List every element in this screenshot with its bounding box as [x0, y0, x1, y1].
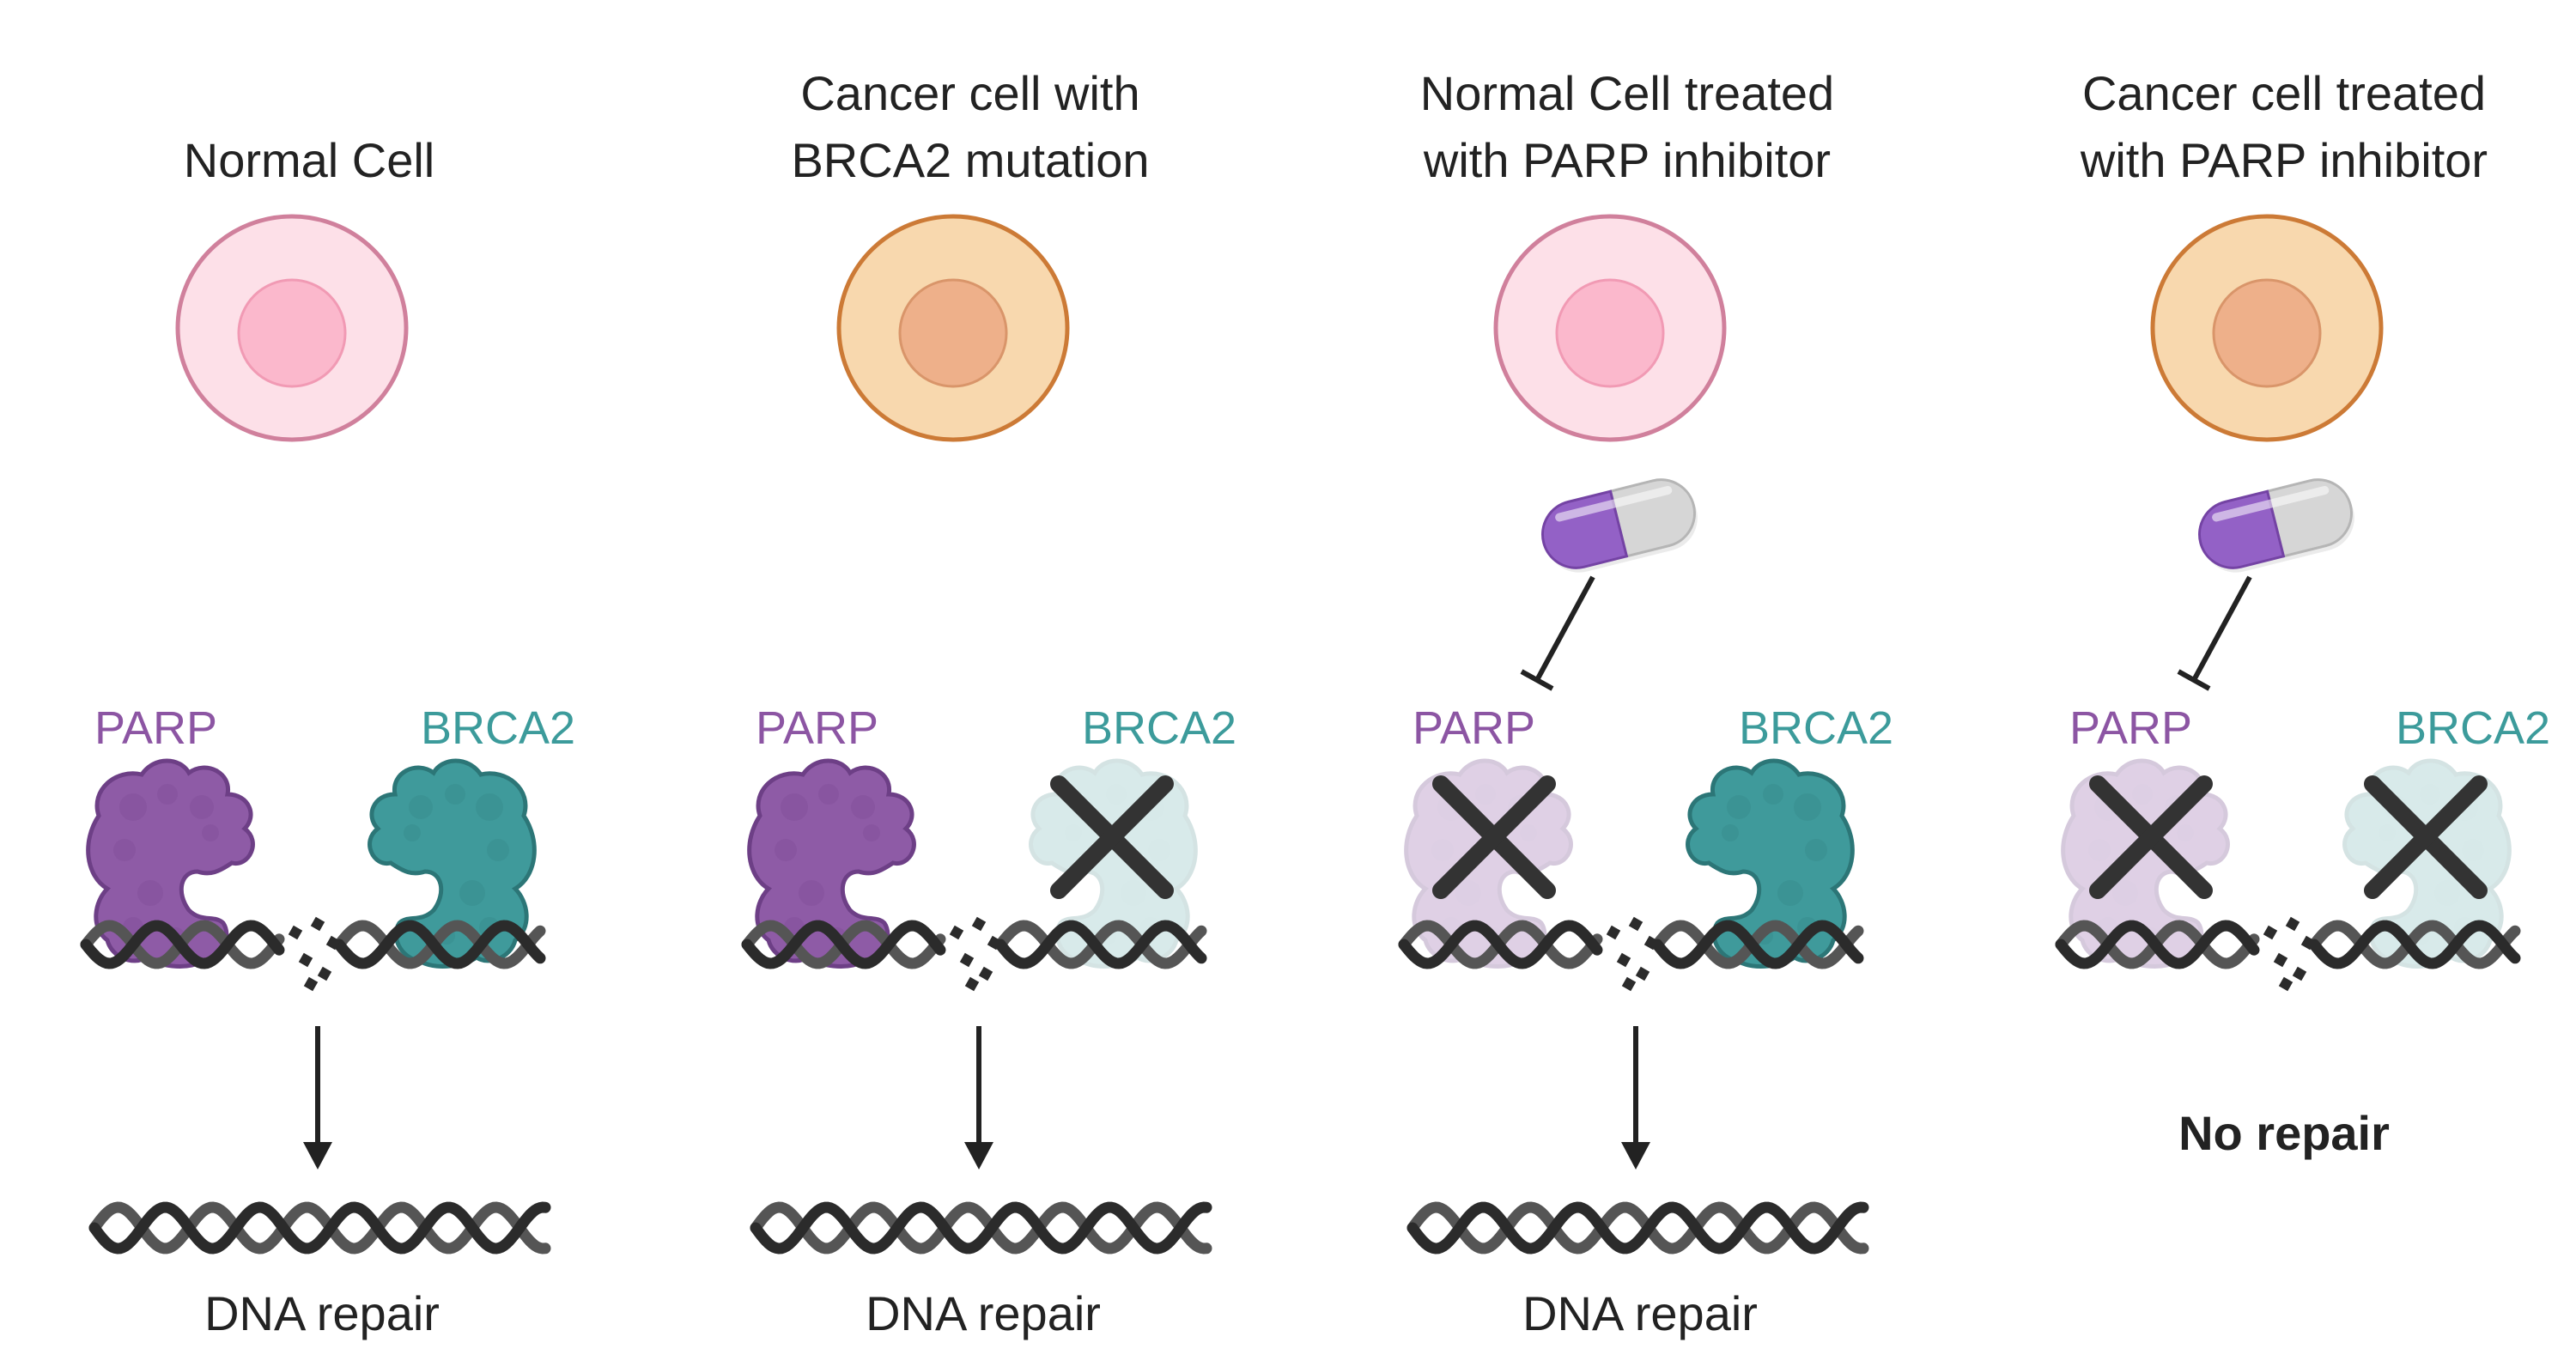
panel-title: Normal Cell: [0, 127, 644, 194]
dna-strand-left: [80, 920, 285, 969]
dna-break-fragments: [1606, 916, 1659, 992]
brca2-mutated-cross: [1050, 775, 1174, 899]
brca2-protein: [1029, 758, 1198, 969]
pill-icon: [2198, 478, 2354, 573]
dna-strand-right: [994, 920, 1207, 969]
brca2-label: BRCA2: [2396, 702, 2551, 754]
brca2-mutated-cross: [2364, 775, 2488, 899]
repaired-dna: [1406, 1201, 1869, 1255]
title-line: Cancer cell with: [800, 66, 1140, 120]
parp-inhibited-cross: [1432, 775, 1556, 899]
dna-break-fragments: [2263, 916, 2316, 992]
panel-artwork: [741, 214, 1212, 1255]
inhibition-line: [2177, 575, 2252, 691]
dna-break-fragments: [949, 916, 1002, 992]
result-label: No repair: [2178, 1106, 2390, 1160]
pill-icon: [1541, 478, 1698, 573]
title-line: Normal Cell treated: [1419, 66, 1835, 120]
dna-strand-left: [2055, 920, 2260, 969]
panel-artwork: [1398, 214, 1869, 1255]
parp-protein: [747, 758, 916, 969]
brca2-label: BRCA2: [1739, 702, 1894, 754]
result-label: DNA repair: [1522, 1286, 1758, 1340]
panel-artwork: [80, 214, 551, 1255]
repair-arrow: [303, 1026, 332, 1170]
dna-strand-left: [741, 920, 946, 969]
inhibition-line: [1520, 575, 1595, 691]
parp-label: PARP: [2069, 702, 2193, 754]
brca2-protein: [2342, 758, 2512, 969]
normal-cell: [175, 214, 409, 442]
cancer-cell: [836, 214, 1070, 442]
dna-strand-right: [333, 920, 546, 969]
brca2-protein: [368, 758, 537, 969]
title-line: with PARP inhibitor: [2080, 133, 2488, 187]
title-line: Cancer cell treated: [2081, 66, 2486, 120]
dna-break-fragments: [288, 916, 341, 992]
dna-strand-right: [2308, 920, 2521, 969]
parp-label: PARP: [94, 702, 218, 754]
normal-cell: [1493, 214, 1727, 442]
repaired-dna: [750, 1201, 1212, 1255]
panel-artwork: [2055, 214, 2521, 992]
parp-protein: [86, 758, 255, 969]
result-label: DNA repair: [204, 1286, 440, 1340]
panel-title: Cancer cell treated with PARP inhibitor: [1949, 60, 2576, 194]
dna-strand-right: [1651, 920, 1864, 969]
parp-inhibited-cross: [2089, 775, 2213, 899]
brca2-label: BRCA2: [1082, 702, 1237, 754]
parp-label: PARP: [1413, 702, 1536, 754]
repair-arrow: [1621, 1026, 1650, 1170]
title-line: with PARP inhibitor: [1423, 133, 1832, 187]
result-label: DNA repair: [866, 1286, 1101, 1340]
repaired-dna: [88, 1201, 551, 1255]
dna-strand-left: [1398, 920, 1603, 969]
cancer-cell: [2150, 214, 2384, 442]
title-line: Normal Cell: [183, 133, 435, 187]
panel-title: Normal Cell treated with PARP inhibitor: [1292, 60, 1962, 194]
parp-label: PARP: [756, 702, 879, 754]
brca2-label: BRCA2: [421, 702, 576, 754]
title-line: BRCA2 mutation: [791, 133, 1150, 187]
repair-arrow: [964, 1026, 993, 1170]
